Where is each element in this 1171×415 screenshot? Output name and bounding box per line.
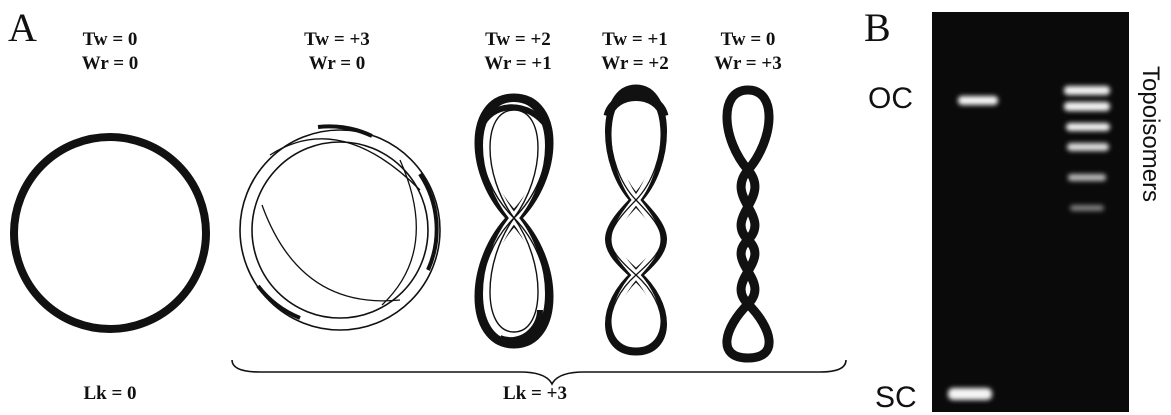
sc-band (948, 388, 992, 400)
sc-label: SC (875, 383, 917, 413)
supercoil-wr2 (608, 90, 664, 350)
topoisomer-band-6 (1070, 205, 1104, 211)
topoisomers-label: Topoisomers (1136, 66, 1164, 202)
supercoil-wr3 (727, 90, 769, 358)
lk-label-relaxed: Lk = 0 (55, 382, 165, 406)
gel-image (932, 12, 1129, 412)
topoisomer-band-2 (1064, 102, 1110, 111)
lk-label-supercoiled: Lk = +3 (480, 382, 590, 406)
lk-brace (232, 360, 846, 384)
topoisomer-band-3 (1066, 123, 1110, 131)
topoisomer-band-4 (1067, 143, 1109, 151)
twisted-ring (240, 126, 440, 330)
oc-band (958, 96, 998, 105)
oc-label: OC (868, 84, 913, 114)
topoisomer-band-1 (1064, 86, 1110, 95)
relaxed-circle (14, 137, 206, 329)
topoisomer-band-5 (1068, 174, 1106, 181)
supercoil-wr1 (480, 100, 548, 342)
